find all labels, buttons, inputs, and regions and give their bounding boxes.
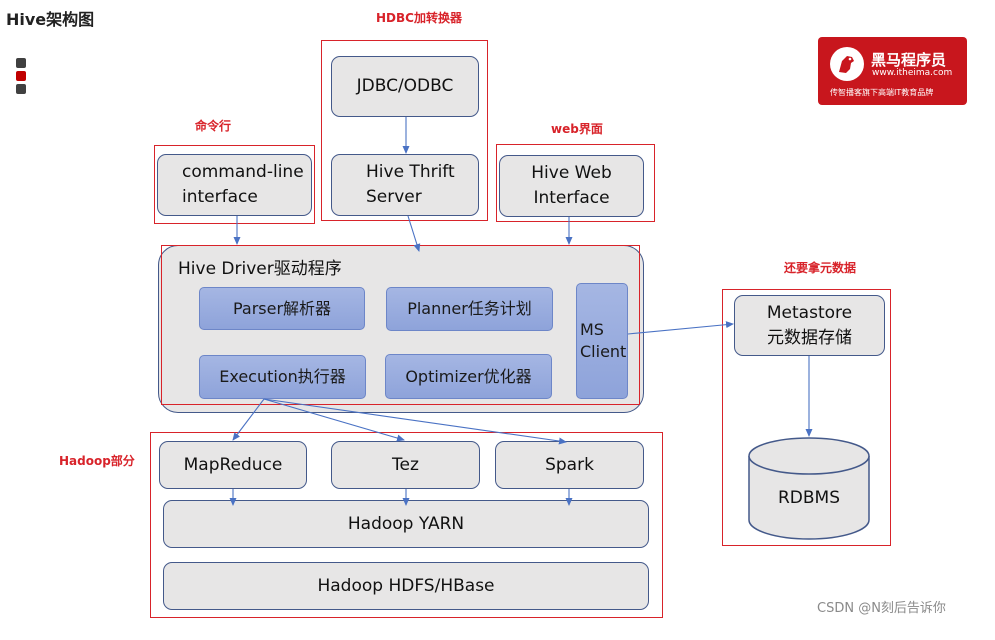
brand-url: www.itheima.com bbox=[872, 68, 953, 78]
tez-label: Tez bbox=[392, 454, 419, 475]
thrift-label-line2: Server bbox=[366, 187, 422, 207]
label-hadoop: Hadoop部分 bbox=[59, 454, 135, 468]
metastore-line1: Metastore bbox=[766, 302, 853, 323]
ms-client-line2: Client bbox=[580, 342, 627, 361]
frame-hdbc bbox=[321, 40, 488, 221]
spark-label: Spark bbox=[545, 454, 594, 475]
frame-driver bbox=[161, 245, 640, 405]
optimizer-box: Optimizer优化器 bbox=[385, 354, 552, 399]
hadoop-yarn-box: Hadoop YARN bbox=[163, 500, 649, 548]
page-title: Hive架构图 bbox=[6, 10, 95, 29]
parser-box: Parser解析器 bbox=[199, 287, 365, 330]
csdn-watermark: CSDN @N刻后告诉你 bbox=[817, 601, 946, 616]
frame-web bbox=[496, 144, 655, 222]
slide-indicator-dot bbox=[16, 58, 26, 68]
brand-slogan: 传智播客旗下高端IT教育品牌 bbox=[830, 88, 934, 97]
web-label-line1: Hive Web bbox=[531, 163, 612, 183]
mapreduce-label: MapReduce bbox=[183, 454, 283, 475]
brand-name: 黑马程序员 bbox=[871, 51, 947, 69]
ms-client-line1: MS bbox=[580, 320, 604, 339]
arrow-execution-to-spark bbox=[263, 398, 567, 445]
hive-web-interface-box: Hive Web Interface bbox=[499, 155, 644, 217]
optimizer-label: Optimizer优化器 bbox=[405, 366, 532, 386]
execution-label: Execution执行器 bbox=[219, 367, 346, 386]
slide-indicator-dot-active bbox=[16, 71, 26, 81]
label-web: web界面 bbox=[551, 122, 603, 136]
metastore-line2: 元数据存储 bbox=[767, 327, 852, 348]
hadoop-yarn-label: Hadoop YARN bbox=[347, 513, 465, 534]
parser-label: Parser解析器 bbox=[232, 298, 332, 318]
hadoop-hdfs-hbase-label: Hadoop HDFS/HBase bbox=[317, 575, 495, 596]
metastore-box: Metastore 元数据存储 bbox=[734, 295, 885, 356]
spark-box: Spark bbox=[495, 441, 644, 489]
mapreduce-box: MapReduce bbox=[159, 441, 307, 489]
jdbc-odbc-box: JDBC/ODBC bbox=[331, 56, 479, 117]
label-hdbc: HDBC加转换器 bbox=[376, 11, 462, 25]
cli-label-line2: interface bbox=[182, 187, 258, 207]
frame-metadata bbox=[722, 289, 891, 546]
arrow-msclient-to-metastore bbox=[627, 321, 734, 335]
execution-box: Execution执行器 bbox=[199, 355, 366, 399]
hive-thrift-server-box: Hive Thrift Server bbox=[331, 154, 479, 216]
hadoop-hdfs-hbase-box: Hadoop HDFS/HBase bbox=[163, 562, 649, 610]
arrow-thrift-to-driver bbox=[407, 215, 421, 252]
brand-logo: 黑马程序员 www.itheima.com 传智播客旗下高端IT教育品牌 bbox=[818, 37, 967, 105]
planner-label: Planner任务计划 bbox=[407, 299, 532, 318]
jdbc-odbc-label: JDBC/ODBC bbox=[356, 76, 454, 96]
planner-box: Planner任务计划 bbox=[386, 287, 553, 331]
slide-indicator-dot bbox=[16, 84, 26, 94]
rdbms-cylinder-icon bbox=[748, 437, 870, 540]
web-label-line2: Interface bbox=[533, 188, 610, 208]
arrow-execution-to-tez bbox=[263, 398, 405, 442]
ms-client-box: MS Client bbox=[576, 283, 628, 399]
frame-hadoop bbox=[150, 432, 663, 618]
tez-box: Tez bbox=[331, 441, 480, 489]
rdbms-label: RDBMS bbox=[777, 488, 841, 508]
command-line-interface-box: command-line interface bbox=[157, 154, 312, 216]
frame-cli bbox=[154, 145, 315, 224]
hive-driver-label: Hive Driver驱动程序 bbox=[178, 259, 342, 279]
horse-logo-icon bbox=[830, 47, 864, 81]
arrow-execution-to-mapreduce bbox=[232, 398, 265, 441]
cli-label-line1: command-line bbox=[182, 162, 304, 182]
label-metadata: 还要拿元数据 bbox=[784, 261, 857, 275]
label-cli: 命令行 bbox=[195, 119, 232, 133]
thrift-label-line1: Hive Thrift bbox=[366, 162, 455, 182]
